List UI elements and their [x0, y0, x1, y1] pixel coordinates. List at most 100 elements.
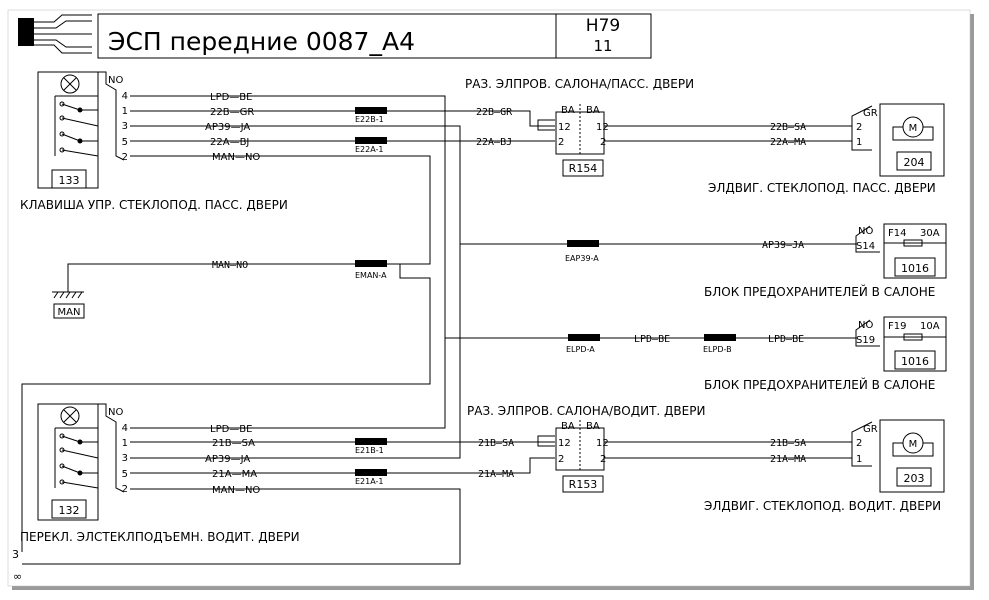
color: GR [863, 108, 878, 119]
wire-label: LPD—BE [634, 334, 670, 345]
motor-204: 22B—SA 22A—MA 2 1 GR M 204 ЭЛДВИГ. СТЕКЛ… [604, 103, 945, 195]
splice-eap39 [567, 240, 599, 247]
pin-3: 3 [122, 453, 128, 464]
component-caption: БЛОК ПРЕДОХРАНИТЕЛЕЙ В САЛОНЕ [704, 284, 935, 299]
wire-label: 22B—SA [770, 122, 806, 133]
component-id: 133 [59, 174, 80, 187]
continuation-icon: ∞ [13, 570, 22, 583]
connector-caption: РАЗ. ЭЛПРОВ. САЛОНА/ВОДИТ. ДВЕРИ [467, 404, 705, 418]
page-mark: 3 ∞ [12, 548, 22, 583]
wire-label: 22B—GR [210, 107, 254, 118]
pin: 2 [856, 122, 862, 133]
lower-wires: LPD—BE 21B—SA AP39—JA 21A—MA MAN—NO E21B… [22, 244, 555, 565]
wire-label: 22A—BJ [476, 137, 512, 148]
wire-label: MAN—NO [212, 260, 248, 271]
color: GR [863, 424, 878, 435]
fuse-icon [884, 333, 946, 341]
sheet-number: 11 [593, 37, 612, 55]
splice-label: E22A-1 [355, 145, 384, 154]
wire-label: LPD—BE [210, 92, 252, 103]
lamp-icon [60, 406, 80, 426]
connector-id: R154 [569, 162, 598, 175]
splice-elpdb [704, 334, 736, 341]
pin-1: 1 [122, 438, 128, 449]
color: BA [586, 105, 600, 116]
sheet-code: H79 [586, 16, 620, 36]
pin: 12 [596, 438, 609, 449]
color: NO [858, 226, 873, 237]
wire-label: 22B—GR [476, 107, 513, 118]
color: BA [561, 421, 575, 432]
splice-e21b [355, 438, 387, 445]
component-id: 203 [904, 472, 925, 485]
pin: 2 [558, 454, 564, 465]
wire-label: 21A—MA [478, 469, 514, 480]
pin: 12 [596, 122, 609, 133]
fuse-block-f14: EAP39-A AP39—JA NO S14 F14 30A 1016 БЛОК… [555, 223, 947, 299]
component-caption: КЛАВИША УПР. СТЕКЛОПОД. ПАСС. ДВЕРИ [20, 198, 288, 212]
pin-2: 2 [122, 484, 128, 495]
fuse-block-f19: ELPD-A LPD—BE ELPD-B LPD—BE NO S19 F19 1… [445, 316, 947, 392]
wire-label: 22A—BJ [210, 137, 249, 148]
wire-label: AP39—JA [205, 122, 250, 133]
splice-label: E21B-1 [355, 446, 384, 455]
pin-5: 5 [122, 137, 128, 148]
fuse-rating: 30A [920, 228, 940, 239]
ground-man: MAN MAN—NO EMAN-A [21, 260, 431, 552]
connector-id: R153 [569, 478, 598, 491]
fuse-id: F14 [888, 228, 906, 239]
motor-203: 21B—SA 21A—MA 2 1 GR M 203 ЭЛДВИГ. СТЕКЛ… [604, 419, 945, 513]
pin: 2 [856, 438, 862, 449]
fuse-icon [884, 239, 946, 247]
component-caption: БЛОК ПРЕДОХРАНИТЕЛЕЙ В САЛОНЕ [704, 377, 935, 392]
splice-eman [355, 260, 387, 267]
wire-label: 21A—MA [770, 454, 806, 465]
fuse-id: F19 [888, 321, 906, 332]
motor-symbol: M [909, 439, 918, 450]
pin: 2 [600, 454, 606, 465]
switch-133: 133 NO 4 1 3 5 2 [20, 71, 288, 212]
motor-symbol: M [909, 123, 918, 134]
splice-e21a [355, 469, 387, 476]
pin-5: 5 [122, 469, 128, 480]
connector-color: NO [108, 75, 123, 86]
component-caption: ЭЛДВИГ. СТЕКЛОПОД. ВОДИТ. ДВЕРИ [704, 499, 941, 513]
connector-r153: BA BA 12 12 2 2 R153 РАЗ. ЭЛПРОВ. САЛОНА… [467, 404, 705, 493]
pin: S14 [856, 241, 875, 252]
pin: 2 [600, 137, 606, 148]
splice-label: ELPD-B [703, 345, 732, 354]
pin-1: 1 [122, 106, 128, 117]
switch-contacts-icon [54, 427, 99, 489]
pin-3: 3 [122, 121, 128, 132]
motor-icon: M [892, 116, 934, 141]
wire-label: 21B—SA [770, 438, 806, 449]
pin: 2 [558, 137, 564, 148]
splice-label: EAP39-A [565, 254, 599, 263]
switch-contacts-icon [54, 95, 99, 157]
wire-label: LPD—BE [210, 424, 252, 435]
component-id: 204 [904, 156, 925, 169]
component-caption: ЭЛДВИГ. СТЕКЛОПОД. ПАСС. ДВЕРИ [708, 181, 936, 195]
pin-2: 2 [122, 152, 128, 163]
lamp-icon [60, 74, 80, 94]
title-block: ЭСП передние 0087_A4 H79 11 [97, 13, 652, 59]
splice-label: E22B-1 [355, 115, 384, 124]
pin: 12 [558, 438, 571, 449]
wire-label: 21A—MA [212, 469, 257, 480]
connector-color: NO [108, 407, 123, 418]
color: BA [561, 105, 575, 116]
wire-label: 22A—MA [770, 137, 806, 148]
component-caption: ПЕРЕКЛ. ЭЛСТЕКЛПОДЪЕМН. ВОДИТ. ДВЕРИ [20, 530, 300, 544]
pin-4: 4 [122, 423, 128, 434]
pin: S19 [856, 335, 875, 346]
wire-label: AP39—JA [762, 240, 804, 251]
component-id: 1016 [901, 355, 929, 368]
wire-label: MAN—NO [212, 485, 260, 496]
pin-4: 4 [122, 91, 128, 102]
component-id: 1016 [901, 262, 929, 275]
diagram-title: ЭСП передние 0087_A4 [108, 27, 415, 56]
pin: 12 [558, 122, 571, 133]
splice-e22a [355, 137, 387, 144]
fuse-rating: 10A [920, 321, 940, 332]
